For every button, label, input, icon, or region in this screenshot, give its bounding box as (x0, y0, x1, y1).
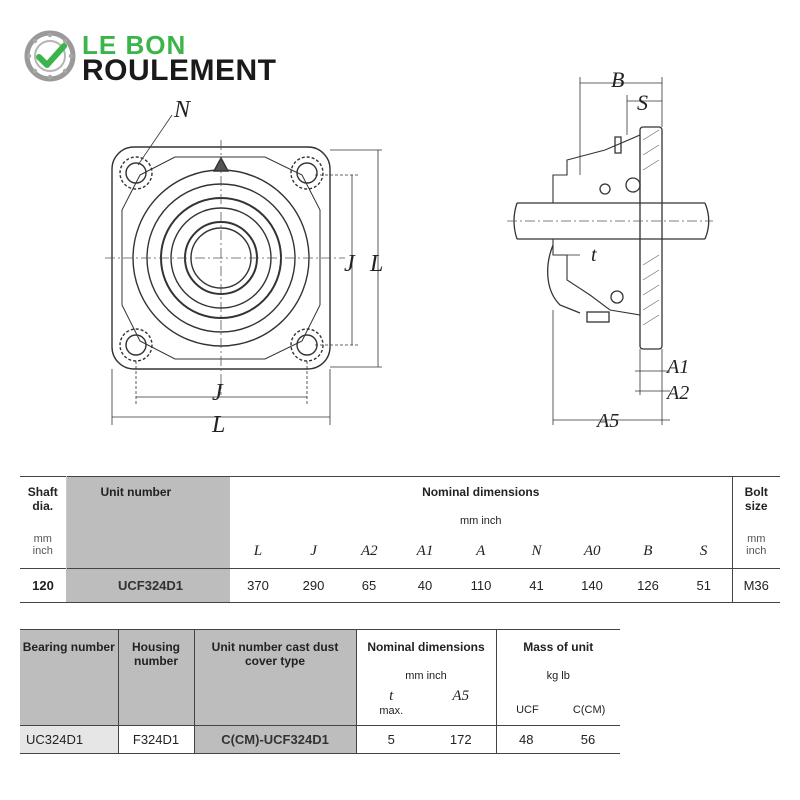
shaft-dia-header: Shaft dia. mm inch (20, 476, 67, 569)
logo-text-line2: ROULEMENT (82, 54, 277, 87)
col-a2: A2 (360, 543, 378, 559)
col-a1: A1 (416, 543, 434, 559)
label-b: B (611, 67, 624, 92)
table-row: UC324D1 F324D1 C(CM)-UCF324D1 5 172 48 5… (20, 725, 620, 754)
cast-cover-table: Bearing number Housing number Unit numbe… (20, 629, 620, 754)
col-t-max: max. (379, 705, 404, 717)
label-t: t (591, 244, 597, 266)
col-s: S (699, 543, 708, 559)
mass-header: Mass of unit kg lb UCF C(CM) (496, 630, 620, 726)
side-view-drawing: B S t A1 A2 A5 (507, 67, 713, 432)
label-j-side: J (344, 251, 356, 277)
bearing-number-header: Bearing number (20, 629, 119, 726)
label-n: N (173, 97, 192, 123)
unit-number-header: Unit number (66, 476, 230, 569)
col-ucf: UCF (516, 704, 539, 716)
label-l-bottom: L (211, 412, 225, 438)
front-view-drawing: N J L J L (105, 97, 383, 438)
col-b: B (643, 543, 653, 559)
table-row: 120 UCF324D1 370 290 65 40 110 41 140 12… (20, 568, 780, 603)
label-a2: A2 (665, 382, 689, 404)
col-l: L (253, 543, 263, 559)
col-n: N (531, 543, 542, 559)
col-t: t (389, 688, 394, 704)
col-a5: A5 (452, 688, 470, 704)
label-a5: A5 (595, 410, 619, 432)
housing-number-header: Housing number (118, 629, 195, 726)
bearing-check-icon (24, 30, 76, 82)
col-a: A (476, 543, 486, 559)
unit-number-header: Unit number cast dust cover type (194, 629, 356, 726)
label-l-side: L (369, 251, 383, 277)
label-a1: A1 (665, 356, 689, 378)
label-s: S (637, 90, 648, 115)
nominal-dimensions-header: Nominal dimensions mm inch L J A2 A1 A N… (230, 477, 732, 569)
brand-logo: LE BON ROULEMENT (24, 28, 314, 88)
label-j-bottom: J (212, 380, 224, 406)
dimensions-table: Shaft dia. mm inch Unit number Nominal d… (20, 476, 780, 603)
nominal-dimensions-header: Nominal dimensions mm inch t max. A5 (355, 629, 497, 726)
col-a0: A0 (583, 543, 601, 559)
bolt-size-header: Bolt size mm inch (731, 476, 780, 569)
logo-text-line1: LE BON (82, 30, 187, 60)
col-ccm: C(CM) (572, 704, 606, 716)
col-j: J (310, 543, 317, 559)
